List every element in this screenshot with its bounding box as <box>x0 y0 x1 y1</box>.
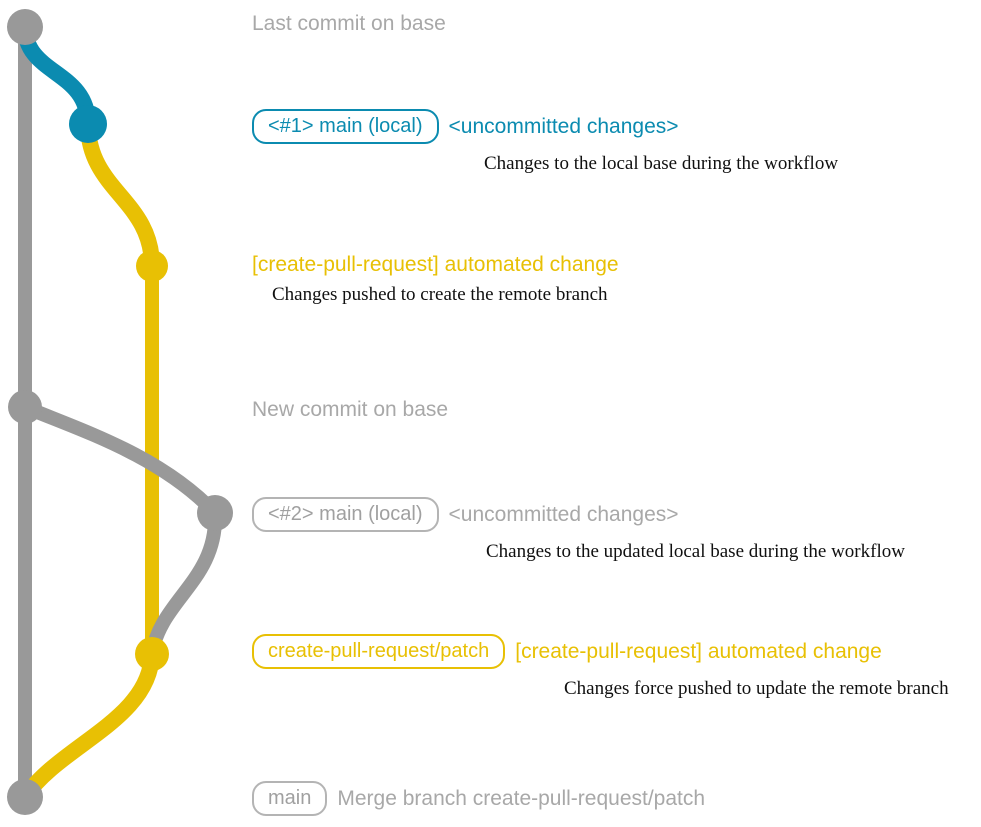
base-commit-top-node <box>7 9 43 45</box>
local-2-to-remote-2-edge <box>145 506 223 661</box>
git-graph <box>7 9 233 815</box>
base-commit-new-node <box>8 390 42 424</box>
ref-badge-create-pull-request-patch[interactable]: create-pull-request/patch <box>252 634 506 669</box>
row-local-2: <#2> main (local) <uncommitted changes> … <box>252 497 905 563</box>
row-last-commit-on-base: Last commit on base <box>252 13 446 34</box>
commit-subject: <uncommitted changes> <box>448 115 679 138</box>
commit-caption: Changes to the local base during the wor… <box>484 153 839 174</box>
commit-subject: <uncommitted changes> <box>448 503 679 526</box>
remote-commit-1-node <box>136 250 168 282</box>
ref-badge-main[interactable]: main <box>252 781 328 816</box>
row-merge-commit: main Merge branch create-pull-request/pa… <box>252 781 705 816</box>
commit-subject: [create-pull-request] automated change <box>515 640 882 663</box>
row-automated-change-1: [create-pull-request] automated change C… <box>252 254 619 306</box>
local-commit-2-node <box>197 495 233 531</box>
commit-caption: Changes to the updated local base during… <box>486 541 905 562</box>
remote-merge-edge <box>17 646 160 805</box>
ref-badge-local-2[interactable]: <#2> main (local) <box>252 497 439 532</box>
commit-subject: [create-pull-request] automated change <box>252 253 619 276</box>
remote-branch-edge-1 <box>80 116 160 274</box>
commit-subject: Merge branch create-pull-request/patch <box>337 787 706 810</box>
commit-caption: Changes pushed to create the remote bran… <box>272 284 608 305</box>
commit-subject: Last commit on base <box>252 12 446 35</box>
remote-commit-2-node <box>135 637 169 671</box>
base-to-local-2-edge <box>18 400 222 520</box>
row-new-commit-on-base: New commit on base <box>252 399 448 420</box>
base-merge-commit-node <box>7 779 43 815</box>
ref-badge-local-1[interactable]: <#1> main (local) <box>252 109 439 144</box>
commit-subject: New commit on base <box>252 398 449 421</box>
local-commit-1-node <box>69 105 107 143</box>
row-local-1: <#1> main (local) <uncommitted changes> … <box>252 109 838 175</box>
row-automated-change-2: create-pull-request/patch [create-pull-r… <box>252 634 949 700</box>
commit-caption: Changes force pushed to update the remot… <box>564 678 949 699</box>
